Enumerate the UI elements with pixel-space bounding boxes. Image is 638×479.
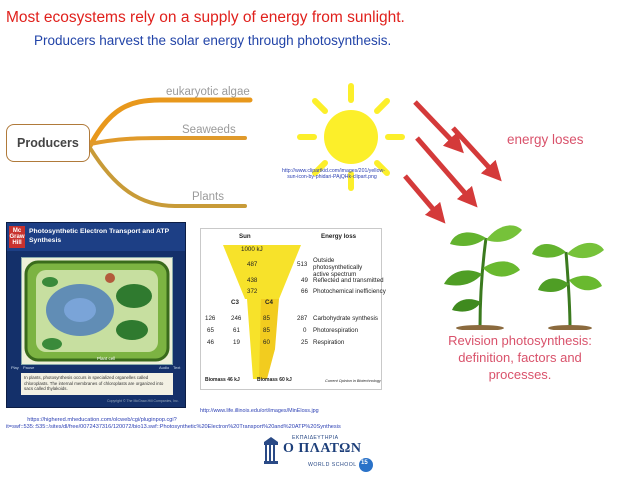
loss-c-row-2: 0 xyxy=(303,327,307,334)
seedling-right xyxy=(532,242,604,330)
c4-row-3: 60 xyxy=(263,339,270,346)
school-badge: 15 xyxy=(361,460,368,466)
desc-c-row-1: Carbohydrate synthesis xyxy=(313,315,379,322)
play-button[interactable]: Play xyxy=(11,365,19,370)
energy-input-value: 1000 kJ xyxy=(241,246,263,253)
branch-seaweeds-line xyxy=(88,136,247,146)
energy-funnel-shape xyxy=(223,245,301,379)
value-row-2: 438 xyxy=(247,277,258,284)
arrow-1 xyxy=(413,100,464,154)
biomass-c3-label: Biomass 46 kJ xyxy=(205,377,240,383)
branch-label-seaweeds: Seaweeds xyxy=(182,124,236,136)
sun-icon xyxy=(297,83,405,191)
branch-algae-line xyxy=(87,97,253,149)
seedlings-illustration xyxy=(444,225,604,330)
animation-controls: Play Pause Audio Text xyxy=(9,363,185,373)
plant-cell-icon xyxy=(24,260,170,362)
school-name: Ο ΠΛΑΤΩΝ xyxy=(283,441,362,456)
loss-row-1: 513 xyxy=(297,261,308,268)
energy-loss-figure: Sun Energy loss 1000 kJ 487 513 Outside … xyxy=(200,228,386,390)
publisher-logo: Mc Graw Hill xyxy=(9,226,25,248)
loss-row-2: 49 xyxy=(301,277,308,284)
c4-row-1: 85 xyxy=(263,315,270,322)
figure-header xyxy=(7,223,185,251)
figure-title: Photosynthetic Electron Transport and AT… xyxy=(29,228,169,244)
value-row-1: 487 xyxy=(247,261,258,268)
school-logo-emblem xyxy=(264,437,373,472)
mindmap-root-node: Producers xyxy=(6,124,90,162)
branch-plants-line xyxy=(88,146,247,208)
desc-c-row-2: Photorespiration xyxy=(313,327,359,334)
biomass-c4-label: Biomass 60 kJ xyxy=(257,377,292,383)
figure-left-link[interactable]: https://highered.mheducation.com/olcweb/… xyxy=(6,417,341,430)
arrow-4 xyxy=(403,174,446,224)
value-row-3: 372 xyxy=(247,288,258,295)
c3-label: C3 xyxy=(231,299,239,306)
desc-row-1: Outside photosynthetically active spectr… xyxy=(313,257,363,278)
c3b-row-2: 61 xyxy=(233,327,240,334)
loss-c-row-1: 287 xyxy=(297,315,308,322)
energy-loss-label: Energy loss xyxy=(321,233,357,240)
text-button[interactable]: Text xyxy=(173,365,181,370)
loss-c-row-3: 25 xyxy=(301,339,308,346)
audio-button[interactable]: Audio xyxy=(159,365,170,370)
figure-caption: In plants, photosynthesis occurs in spec… xyxy=(21,373,173,395)
pause-button[interactable]: Pause xyxy=(23,365,35,370)
desc-row-3: Photochemical inefficiency xyxy=(313,288,386,295)
plant-cell-illustration xyxy=(21,257,173,365)
revision-note: Revision photosynthesis: definition, fac… xyxy=(448,333,592,382)
energy-arrows xyxy=(403,100,502,224)
slide-title: Most ecosystems rely on a supply of ener… xyxy=(6,9,405,26)
figure-copyright: Copyright © The McGraw-Hill Companies, I… xyxy=(107,399,179,403)
mindmap-branches xyxy=(87,97,253,208)
c3b-row-1: 246 xyxy=(231,315,242,322)
c3-row-1: 126 xyxy=(205,315,216,322)
sun-image-link[interactable]: http://www.clipartkid.com/images/201/yel… xyxy=(282,168,385,180)
desc-row-2: Reflected and transmitted xyxy=(313,277,384,284)
figure-energy-link[interactable]: http://www.life.illinois.edu/ort/images/… xyxy=(200,408,319,414)
loss-row-3: 66 xyxy=(301,288,308,295)
desc-c-row-3: Respiration xyxy=(313,339,345,346)
arrow-3 xyxy=(451,126,502,182)
c3-row-2: 65 xyxy=(207,327,214,334)
mindmap-root-label: Producers xyxy=(17,136,79,150)
branch-label-algae: eukaryotic algae xyxy=(166,86,250,98)
plant-cell-label: Plant cell xyxy=(97,356,116,361)
school-group-label: ΕΚΠΑΙΔΕΥΤΗΡΙΑ xyxy=(292,435,339,441)
c3-row-3: 46 xyxy=(207,339,214,346)
seedling-left xyxy=(444,225,522,330)
c4-row-2: 85 xyxy=(263,327,270,334)
branch-label-plants: Plants xyxy=(192,191,224,203)
journal-credit: Current Opinion in Biotechnology xyxy=(325,379,381,383)
energy-loses-label: energy loses xyxy=(507,132,584,147)
arrow-2 xyxy=(415,136,478,208)
electron-transport-figure: Mc Graw Hill Photosynthetic Electron Tra… xyxy=(6,222,186,408)
c4-label: C4 xyxy=(265,299,273,306)
slide-subtitle: Producers harvest the solar energy throu… xyxy=(34,33,392,48)
sun-label: Sun xyxy=(239,233,251,240)
school-tagline: WORLD SCHOOL xyxy=(308,462,357,468)
c3b-row-3: 19 xyxy=(233,339,240,346)
